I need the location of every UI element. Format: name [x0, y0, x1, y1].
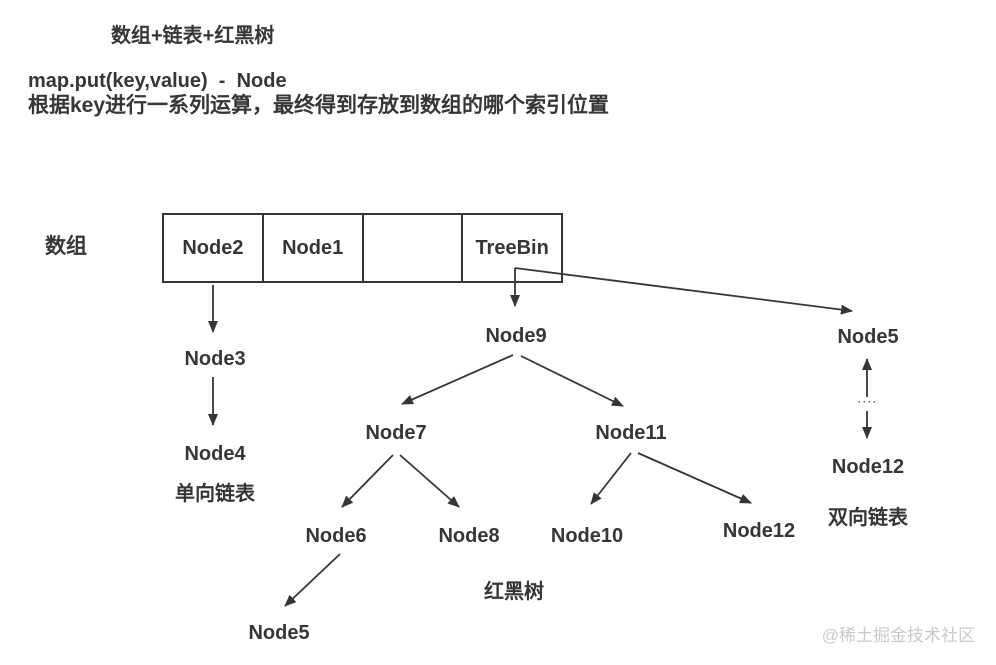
arrow-node6-to-node5-bottom — [284, 553, 341, 607]
arrow-node9-to-node11 — [520, 355, 624, 407]
doubly-linked-list-caption: 双向链表 — [828, 507, 908, 529]
node3-label: Node3 — [184, 348, 246, 370]
array-cell-0-label: Node2 — [182, 236, 244, 259]
array-cell-2-empty — [361, 215, 462, 281]
node9-label: Node9 — [485, 325, 547, 347]
red-black-tree-caption: 红黑树 — [484, 581, 544, 603]
page-title: 数组+链表+红黑树 — [111, 25, 275, 47]
array-cell-0: Node2 — [164, 215, 262, 281]
node8-label: Node8 — [438, 525, 500, 547]
array-table: Node2 Node1 TreeBin — [162, 213, 563, 283]
node10-label: Node10 — [550, 525, 624, 547]
arrow-treebin-to-node5-right — [514, 267, 853, 315]
node12-tree-label: Node12 — [722, 520, 796, 542]
node12-right-label: Node12 — [831, 456, 905, 478]
node11-label: Node11 — [595, 422, 667, 444]
arrow-node9-to-node7 — [401, 354, 514, 405]
arrow-node7-to-node8 — [399, 454, 460, 508]
node7-label: Node7 — [365, 422, 427, 444]
header-map-put-line: map.put(key,value) - Node — [28, 70, 287, 92]
array-cell-3: TreeBin — [461, 215, 561, 281]
arrow-node11-to-node10 — [590, 452, 632, 505]
singly-linked-list-caption: 单向链表 — [175, 483, 255, 505]
array-cell-1-label: Node1 — [282, 236, 344, 259]
array-label: 数组 — [45, 235, 87, 258]
node5-bottom-label: Node5 — [248, 622, 310, 644]
arrow-node7-to-node6 — [341, 454, 394, 508]
array-cell-3-label: TreeBin — [475, 236, 549, 259]
node4-label: Node4 — [184, 443, 246, 465]
node5-right-label: Node5 — [837, 326, 899, 348]
ellipsis-dots: ···· — [858, 397, 878, 407]
header-description-line: 根据key进行一系列运算，最终得到存放到数组的哪个索引位置 — [28, 94, 610, 117]
array-cell-1: Node1 — [261, 215, 362, 281]
node6-label: Node6 — [305, 525, 367, 547]
watermark: @稀土掘金技术社区 — [821, 626, 975, 645]
arrow-node11-to-node12 — [637, 452, 752, 504]
